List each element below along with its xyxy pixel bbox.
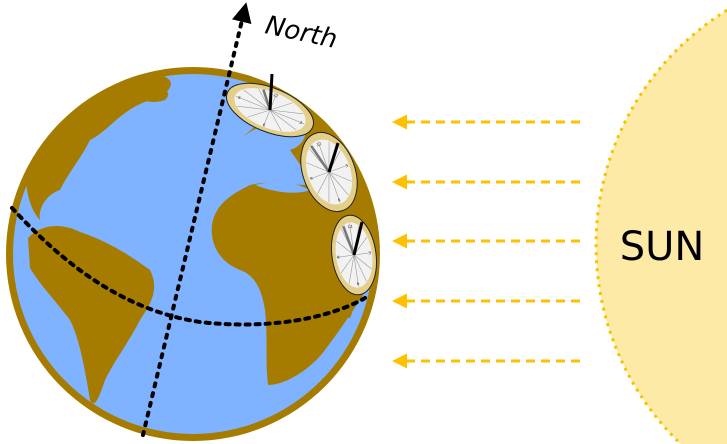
sundial-hour-label: 3 (345, 163, 350, 169)
sun-edge (594, 8, 727, 444)
sun-disc (596, 10, 727, 444)
sundial-hour-label: 12 (316, 141, 323, 148)
arctic-island (139, 88, 169, 102)
sundial-hour-label: 6 (356, 281, 360, 286)
north-america (25, 75, 171, 220)
hour-line (348, 254, 355, 284)
hour-line (247, 109, 271, 118)
hour-line (269, 109, 303, 115)
sun-label: SUN (620, 224, 705, 270)
hour-line (353, 254, 372, 269)
gnomon-shadow (342, 225, 356, 256)
sundial-hour-label: 12 (273, 92, 280, 99)
hour-line (263, 109, 271, 127)
sundial-hour-label: 9 (309, 175, 314, 181)
mediterranean (255, 182, 310, 193)
gnomon (352, 221, 364, 256)
hour-line (306, 162, 330, 173)
gnomon (327, 142, 340, 173)
hour-line (328, 171, 330, 203)
earth-globe (6, 67, 380, 441)
hour-line (317, 171, 330, 194)
hour-line (328, 171, 352, 182)
hour-line (328, 164, 349, 173)
hour-line (309, 171, 330, 180)
sundial-hour-label: 9 (337, 254, 341, 259)
north-label: North (263, 11, 340, 55)
hour-line (353, 252, 372, 256)
sundial-hour-label: 6 (337, 197, 342, 203)
gnomon-shadow (310, 145, 331, 173)
hour-line (353, 254, 367, 282)
sundials: 12 9 3 6 12 9 3 6 12 9 3 6 (226, 73, 377, 296)
sundial-hour-label: 3 (299, 120, 304, 126)
hour-line (353, 254, 359, 287)
hour-line (269, 109, 282, 132)
south-america (28, 226, 155, 404)
hour-line (269, 109, 297, 131)
sundial-hour-label: 3 (368, 250, 372, 255)
hour-line (235, 95, 271, 111)
sun: SUN (594, 8, 727, 444)
earth-axis (141, 2, 252, 437)
hour-line (336, 254, 355, 258)
sundial: 12 9 3 6 (300, 131, 358, 213)
sun-rays (392, 114, 580, 369)
hour-line (328, 171, 349, 196)
hour-line (269, 102, 293, 111)
hour-line (336, 241, 355, 256)
sundial: 12 9 3 6 (331, 214, 377, 296)
madagascar (343, 298, 353, 318)
hour-line (317, 141, 330, 173)
hour-line (340, 254, 355, 274)
hour-line (269, 109, 305, 125)
hour-line (237, 105, 271, 111)
hour-line (328, 171, 341, 203)
sundial-hour-label: 12 (347, 224, 353, 230)
gnomon (268, 73, 274, 111)
sundial-hour-label: 6 (262, 122, 267, 128)
sundial-hour-label: 9 (237, 95, 242, 101)
hour-line (243, 89, 271, 111)
sundial: 12 9 3 6 (226, 73, 314, 138)
equator-line (10, 206, 367, 327)
